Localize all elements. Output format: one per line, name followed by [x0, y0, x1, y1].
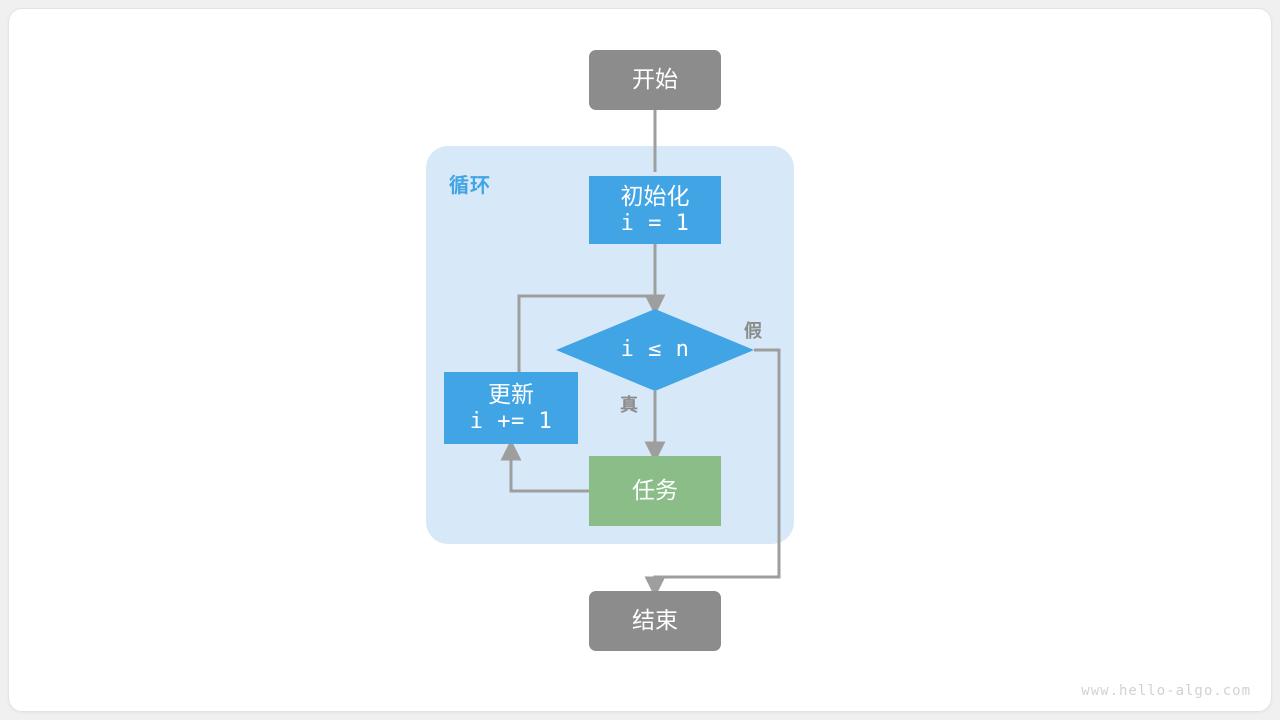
watermark: www.hello-algo.com	[1081, 683, 1251, 699]
diagram-stage: 循环 开始 初始化	[9, 9, 1271, 711]
edge-update-to-cond	[517, 294, 655, 372]
edge-cond-to-end	[644, 348, 781, 598]
node-start-label: 开始	[632, 66, 678, 93]
node-update[interactable]: 更新 i += 1	[444, 372, 578, 444]
node-initialize-code: i = 1	[620, 210, 690, 236]
node-start[interactable]: 开始	[589, 50, 721, 110]
node-task[interactable]: 任务	[589, 456, 721, 526]
edge-label-false: 假	[744, 321, 762, 341]
node-condition[interactable]: i ≤ n	[556, 309, 754, 391]
edge-label-true: 真	[620, 395, 638, 415]
edge-task-to-update	[500, 439, 589, 493]
loop-container-label: 循环	[449, 175, 491, 197]
node-initialize[interactable]: 初始化 i = 1	[589, 176, 721, 244]
diagram-card: 循环 开始 初始化	[8, 8, 1272, 712]
node-end[interactable]: 结束	[589, 591, 721, 651]
node-task-label: 任务	[632, 477, 678, 504]
node-initialize-title: 初始化	[620, 183, 690, 210]
node-end-label: 结束	[632, 607, 678, 634]
node-condition-code: i ≤ n	[620, 337, 690, 363]
connector-layer	[500, 110, 781, 598]
node-update-code: i += 1	[469, 408, 553, 434]
condition-diamond-shape	[556, 309, 754, 391]
node-update-title: 更新	[488, 381, 534, 408]
